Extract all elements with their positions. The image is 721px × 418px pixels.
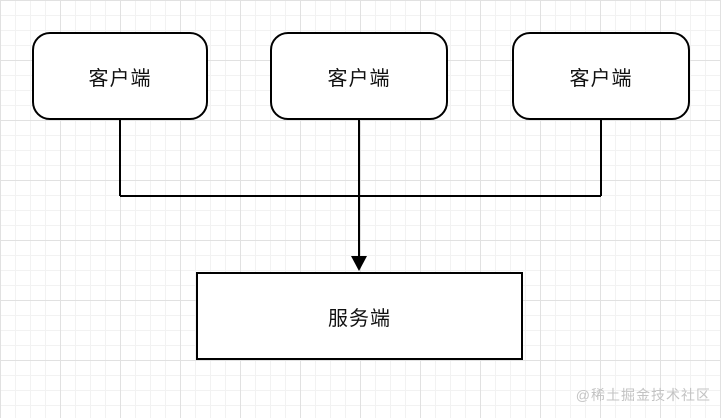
- node-server-label: 服务端: [328, 307, 391, 330]
- node-client-2-label: 客户端: [327, 67, 391, 90]
- node-client-3-label: 客户端: [569, 67, 633, 90]
- node-server: 服务端: [196, 272, 523, 360]
- arrow-head: [351, 256, 367, 271]
- node-client-1: 客户端: [32, 32, 208, 120]
- watermark: @稀土掘金技术社区: [575, 387, 711, 403]
- node-client-3: 客户端: [512, 32, 690, 120]
- node-client-2: 客户端: [270, 32, 448, 120]
- node-client-1-label: 客户端: [88, 67, 152, 90]
